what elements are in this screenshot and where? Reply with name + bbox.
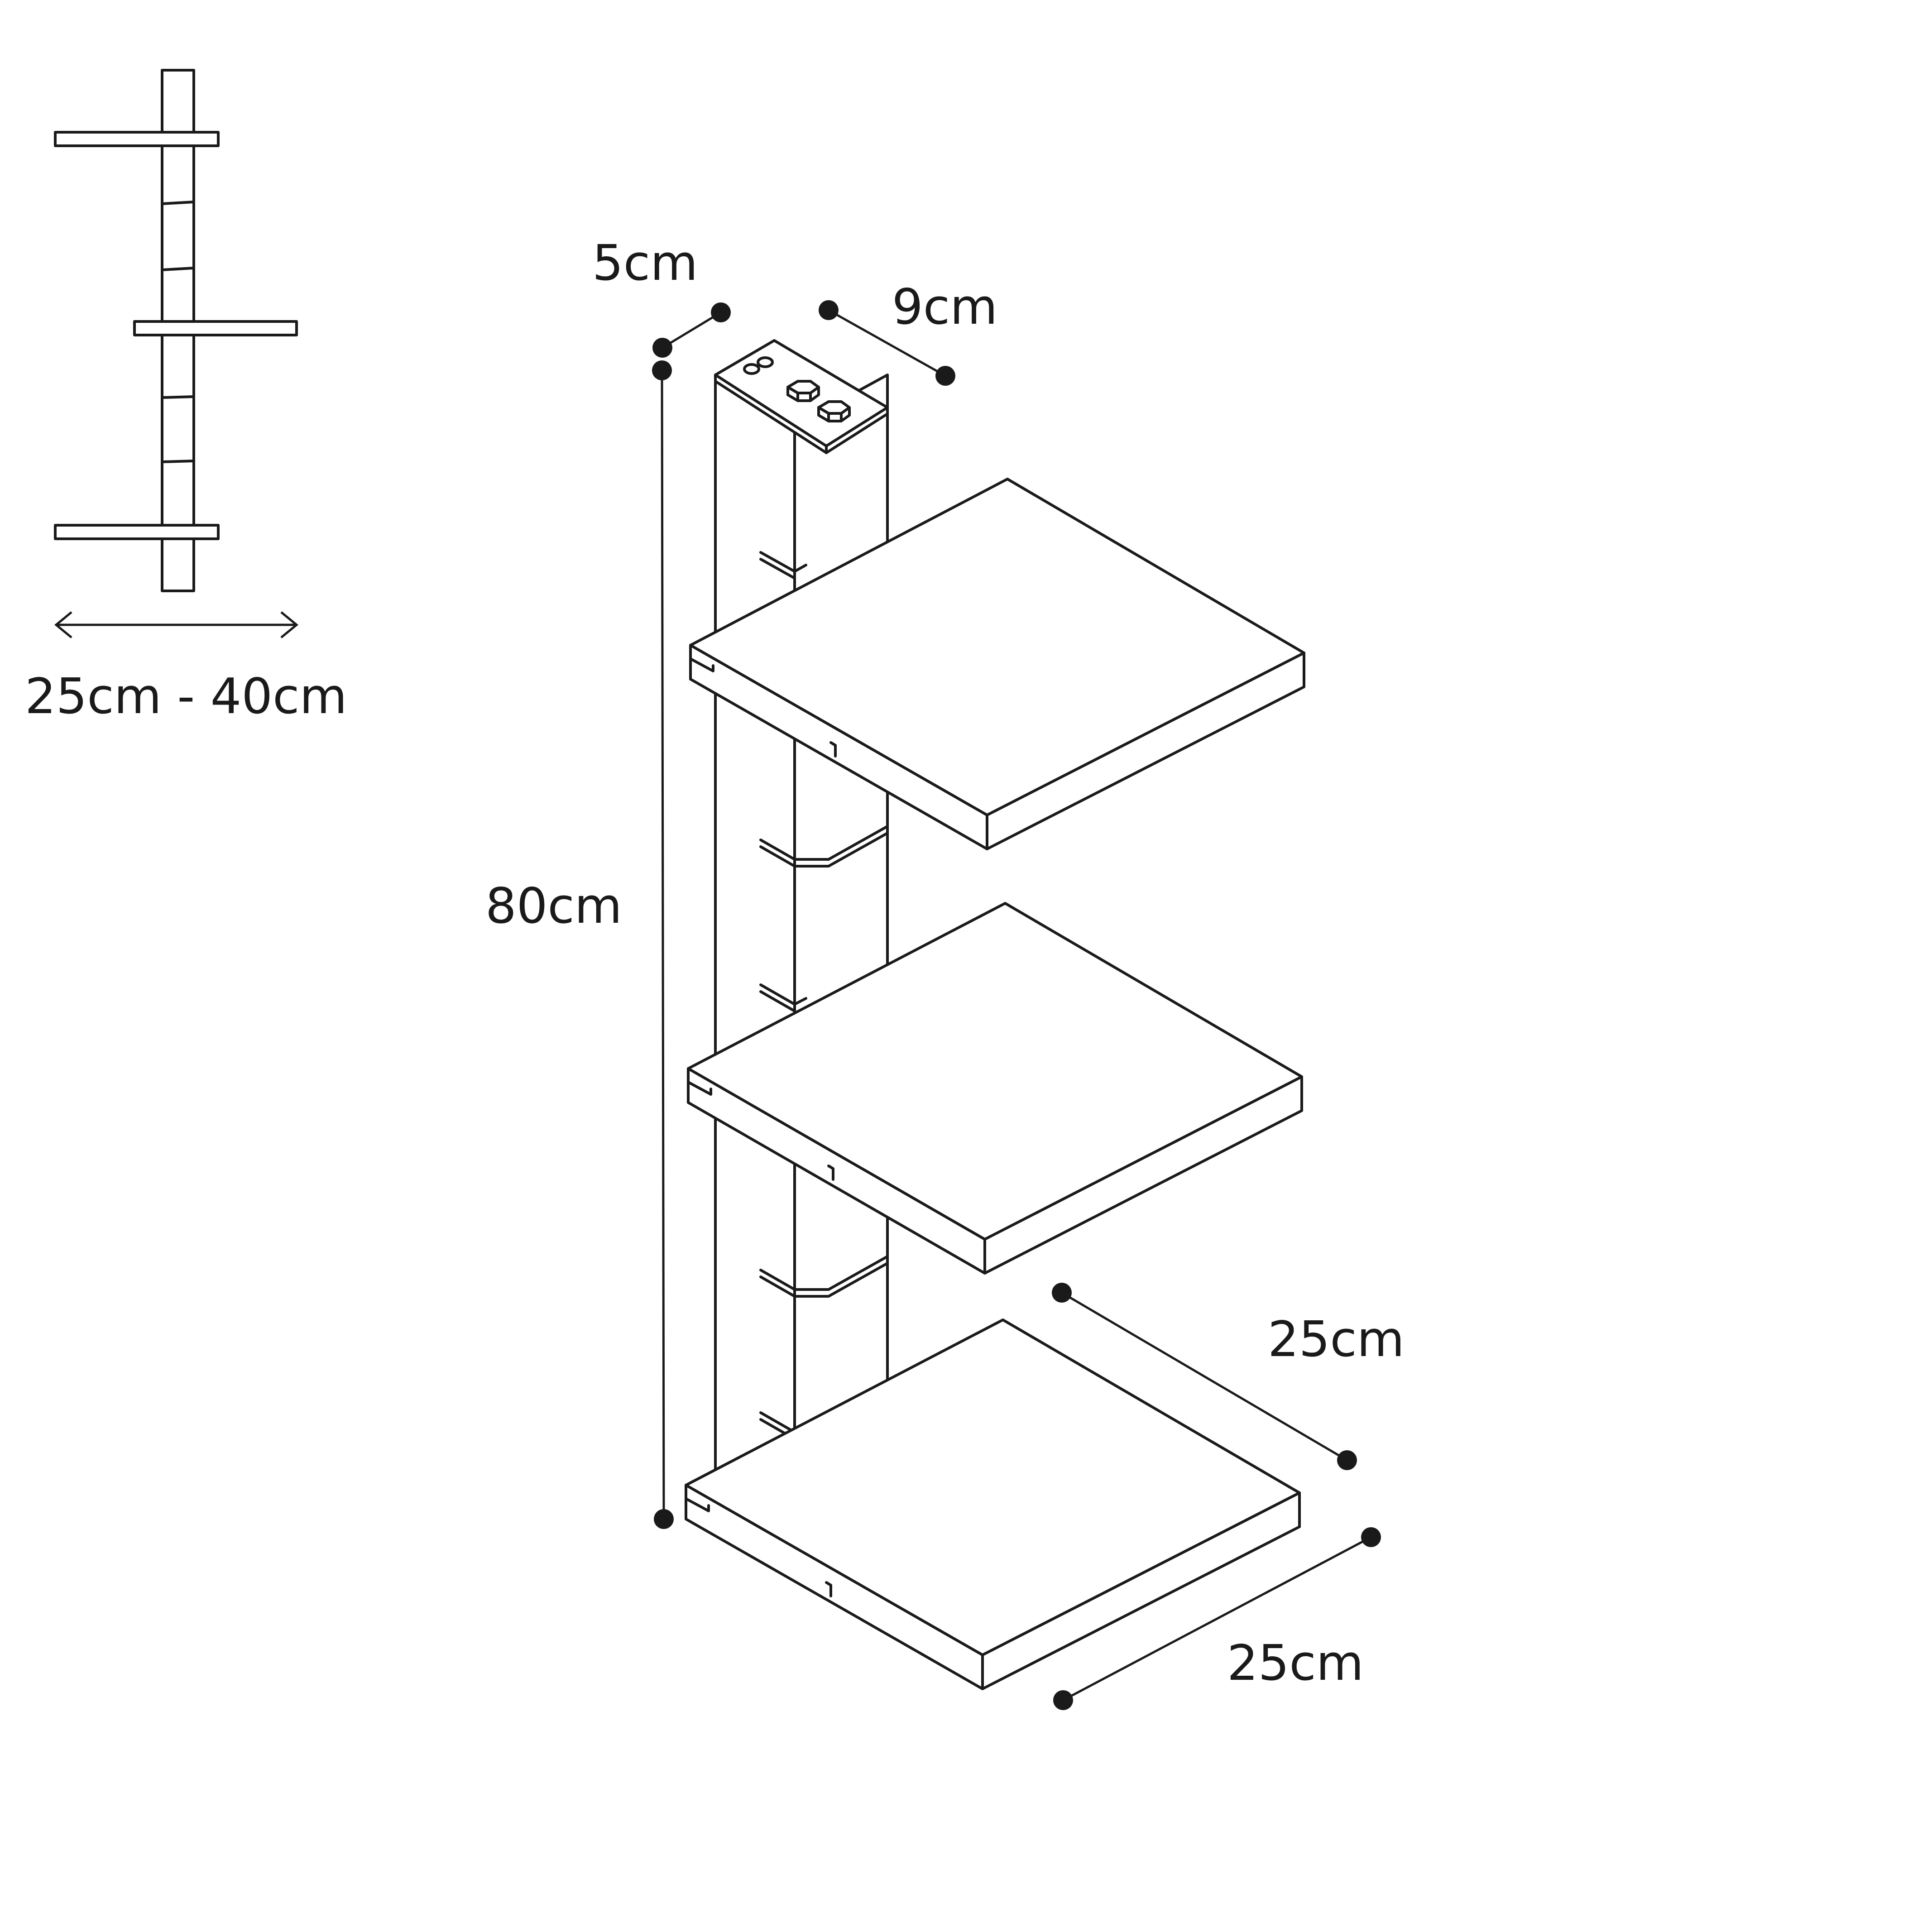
shelf-width-label: 25cm	[1227, 1635, 1364, 1692]
shelf-middle	[687, 902, 1303, 1275]
post	[714, 339, 889, 1486]
screw-icon	[743, 363, 760, 375]
shelf-depth-dimension	[1052, 1283, 1357, 1470]
shelf-depth-label: 25cm	[1268, 1311, 1405, 1368]
shelf-width-dimension	[1053, 1527, 1381, 1710]
height-dimension	[652, 360, 674, 1529]
post-depth-dimension	[652, 302, 731, 358]
side-view: 25cm - 40cm	[25, 69, 347, 725]
shelf-top	[689, 478, 1305, 850]
shelf-bottom	[685, 1318, 1301, 1690]
post-width-label: 9cm	[892, 279, 997, 336]
cap-bolts	[743, 356, 851, 422]
isometric-view: 5cm 9cm 80cm 25cm 25cm	[485, 235, 1405, 1710]
side-view-shelf-top	[54, 131, 220, 147]
screw-icon	[757, 356, 774, 368]
height-label: 80cm	[485, 878, 622, 935]
side-width-label: 25cm - 40cm	[25, 668, 347, 725]
post-width-dimension	[819, 300, 955, 386]
side-view-shelf-middle	[133, 320, 298, 336]
post-depth-label: 5cm	[592, 235, 698, 292]
side-width-arrow	[54, 611, 298, 638]
side-view-shelf-bottom	[54, 524, 220, 540]
